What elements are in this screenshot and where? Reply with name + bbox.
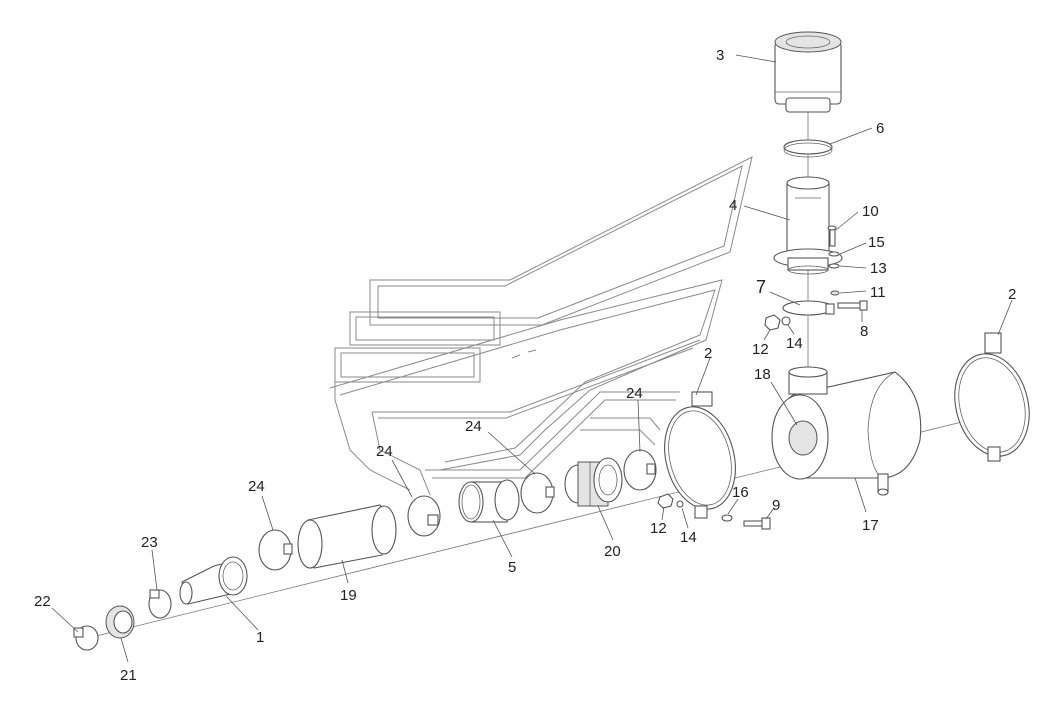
callout-5: 5: [508, 559, 516, 576]
part-5-sleeve: [458, 479, 520, 523]
callout-2-right: 2: [1008, 286, 1016, 303]
part-3-filter-cap: [774, 31, 842, 113]
callout-18: 18: [754, 366, 771, 383]
assembly-axes: [79, 100, 991, 641]
callout-15: 15: [868, 234, 885, 251]
part-23-clamp: [148, 589, 172, 619]
callout-20: 20: [604, 543, 621, 560]
callout-7: 7: [756, 277, 766, 297]
callout-16: 16: [732, 484, 749, 501]
part-24-clamp-4: [258, 529, 293, 571]
callout-14-upper: 14: [786, 335, 803, 352]
part-12-14-upper: [764, 314, 791, 331]
callout-10: 10: [862, 203, 879, 220]
callout-23: 23: [141, 534, 158, 551]
callout-1: 1: [256, 629, 264, 646]
leader-lines: [51, 54, 1013, 663]
part-24-clamp-1: [623, 449, 657, 491]
part-22-clamp: [73, 625, 99, 651]
callout-21: 21: [120, 667, 137, 684]
part-fasteners-upper: [827, 225, 868, 311]
callout-24-a: 24: [626, 385, 643, 402]
callout-24-b: 24: [465, 418, 482, 435]
callout-11: 11: [870, 284, 886, 301]
part-21-ring: [105, 605, 135, 639]
part-17-air-cleaner-housing: [771, 366, 922, 496]
callout-6: 6: [876, 120, 884, 137]
part-4-filter-element: [773, 176, 843, 275]
callout-17: 17: [862, 517, 879, 534]
part-2-band-left: [664, 391, 736, 519]
part-19-hose: [297, 504, 397, 569]
callout-12-upper: 12: [752, 341, 769, 358]
callout-19: 19: [340, 587, 357, 604]
part-7-clamp: [782, 300, 835, 316]
callout-9: 9: [772, 497, 780, 514]
cab-frame-outline: [329, 156, 753, 496]
callout-2-left: 2: [704, 345, 712, 362]
callout-3: 3: [716, 47, 724, 64]
callout-4: 4: [729, 197, 737, 214]
part-1-adapter: [179, 556, 248, 605]
part-24-clamp-3: [407, 495, 441, 537]
part-fasteners-lower: [657, 493, 771, 530]
callout-8: 8: [860, 323, 868, 340]
callout-13: 13: [870, 260, 887, 277]
part-24-clamp-2: [520, 472, 555, 514]
part-6-ring: [783, 139, 833, 158]
callout-12-lower: 12: [650, 520, 667, 537]
part-2-band-right: [954, 332, 1030, 462]
callout-labels: 3 6 4 10 15 13 7 11 8 12 14 2 2 18 24 24…: [34, 47, 1016, 684]
callout-22: 22: [34, 593, 51, 610]
callout-24-d: 24: [248, 478, 265, 495]
callout-14-lower: 14: [680, 529, 697, 546]
callout-24-c: 24: [376, 443, 393, 460]
part-20-reducer: [564, 457, 623, 507]
